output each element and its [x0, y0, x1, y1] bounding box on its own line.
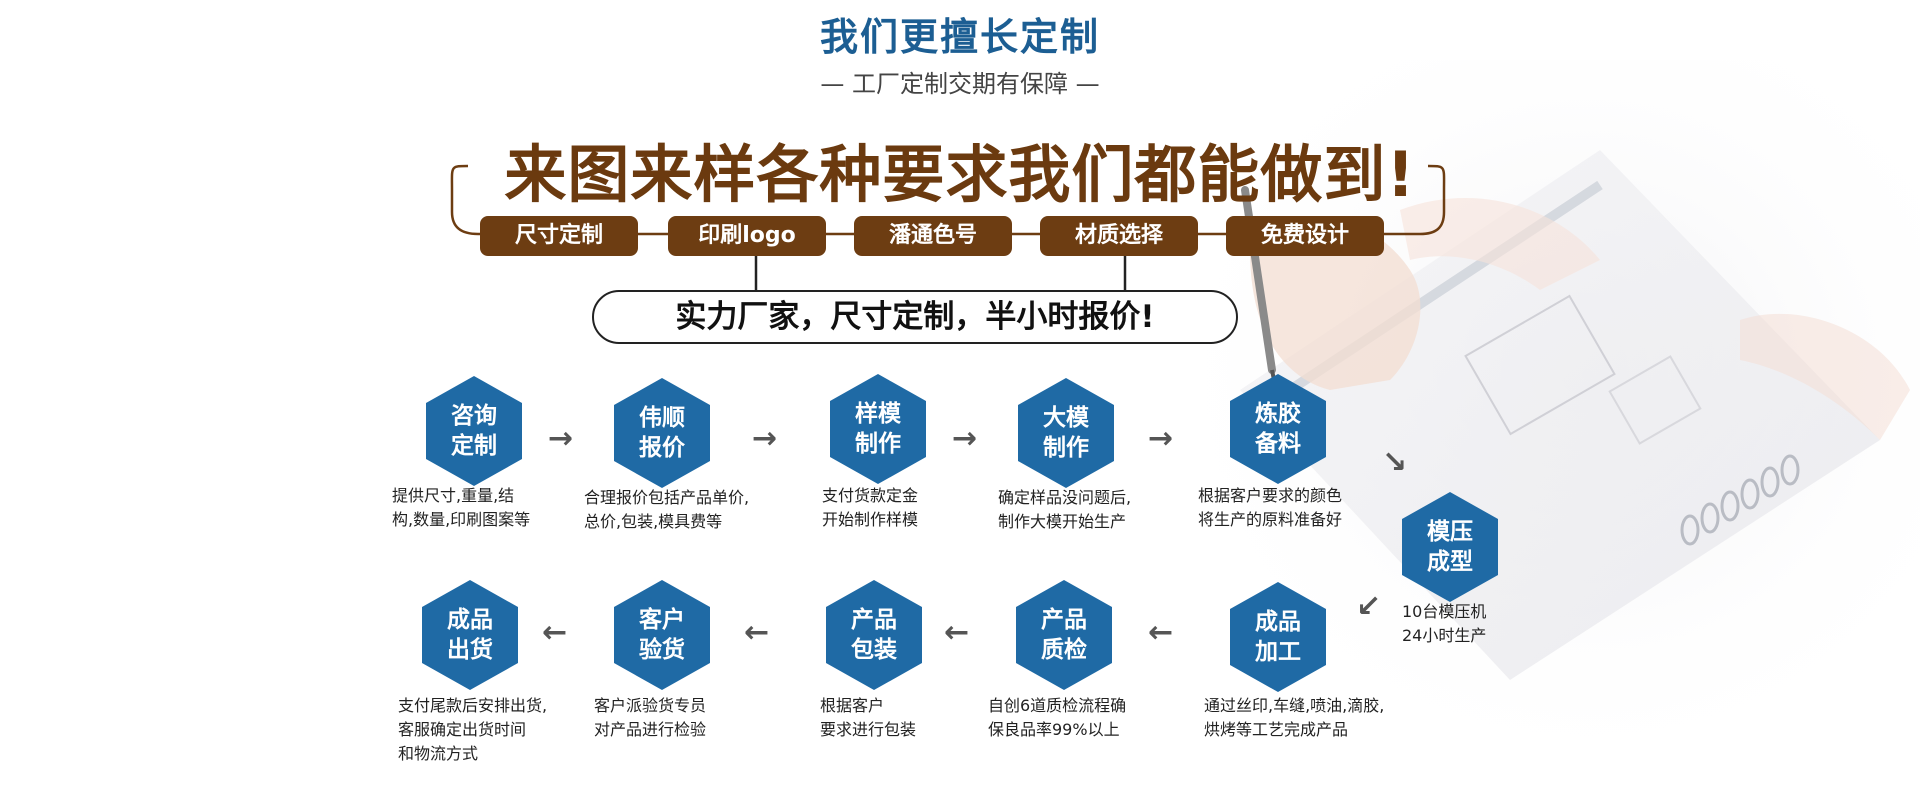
page-title: 我们更擅长定制 [819, 15, 1100, 59]
arrow-left-icon: ← [944, 615, 970, 650]
step-description: 根据客户要求进行包装 [820, 696, 917, 739]
step-processing: 成品加工 [1230, 582, 1326, 692]
step-label: 成型 [1427, 549, 1473, 575]
arrow-down-right-icon: ↘ [1382, 445, 1408, 480]
step-label: 炼胶 [1255, 401, 1301, 427]
hexagon-shape [1402, 492, 1498, 602]
step-molding: 模压成型 [1402, 492, 1498, 602]
step-label: 大模 [1043, 405, 1089, 431]
slogan-heading: 来图来样各种要求我们都能做到! [504, 138, 1416, 211]
tag-material: 材质选择 [1040, 216, 1198, 256]
arrow-right-icon: → [952, 421, 978, 456]
hexagon-shape [1230, 582, 1326, 692]
step-label: 制作 [1043, 435, 1089, 461]
tag-free-design: 免费设计 [1226, 216, 1384, 256]
step-label: 包装 [851, 637, 897, 663]
step-description: 客户派验货专员对产品进行检验 [594, 696, 707, 739]
hexagon-shape [830, 374, 926, 484]
step-label: 产品 [851, 607, 897, 633]
step-label: 加工 [1255, 639, 1301, 665]
step-label: 备料 [1255, 431, 1301, 457]
step-description: 自创6道质检流程确保良品率99%以上 [988, 696, 1127, 739]
step-label: 定制 [451, 433, 497, 459]
hexagon-shape [422, 580, 518, 690]
step-sample-mold: 样模制作 [830, 374, 926, 484]
step-label: 伟顺 [639, 405, 685, 431]
step-packaging: 产品包装 [826, 580, 922, 690]
hexagon-shape [826, 580, 922, 690]
page-subtitle: — 工厂定制交期有保障 — [820, 70, 1100, 98]
hexagon-shape [614, 378, 710, 488]
step-label: 制作 [855, 431, 901, 457]
hexagon-shape [426, 376, 522, 486]
step-label: 客户 [639, 607, 685, 633]
tag-size-custom: 尺寸定制 [480, 216, 638, 256]
tag-pantone: 潘通色号 [854, 216, 1012, 256]
step-large-mold: 大模制作 [1018, 378, 1114, 488]
step-label: 验货 [639, 637, 685, 663]
step-description: 支付尾款后安排出货,客服确定出货时间和物流方式 [398, 696, 548, 763]
step-label: 咨询 [451, 403, 497, 429]
tag-logo-print: 印刷logo [668, 216, 826, 256]
factory-banner: 实力厂家，尺寸定制，半小时报价! [592, 290, 1238, 344]
hexagon-shape [614, 580, 710, 690]
step-label: 模压 [1427, 519, 1473, 545]
arrow-right-icon: → [752, 421, 778, 456]
step-label: 质检 [1041, 637, 1087, 663]
arrow-down-left-icon: ↙ [1356, 589, 1382, 624]
hexagon-shape [1016, 580, 1112, 690]
arrow-left-icon: ← [1148, 615, 1174, 650]
step-label: 产品 [1041, 607, 1087, 633]
step-description: 提供尺寸,重量,结构,数量,印刷图案等 [392, 486, 531, 529]
arrow-left-icon: ← [744, 615, 770, 650]
step-quality-check: 产品质检 [1016, 580, 1112, 690]
step-description: 通过丝印,车缝,喷油,滴胶,烘烤等工艺完成产品 [1204, 696, 1385, 739]
step-description: 合理报价包括产品单价,总价,包装,模具费等 [584, 488, 750, 531]
hexagon-shape [1230, 374, 1326, 484]
step-label: 成品 [447, 607, 493, 633]
arrow-right-icon: → [548, 421, 574, 456]
step-description: 确定样品没问题后,制作大模开始生产 [998, 488, 1132, 531]
step-label: 报价 [639, 435, 685, 461]
step-description: 根据客户要求的颜色将生产的原料准备好 [1198, 486, 1343, 529]
step-label: 样模 [855, 401, 901, 427]
step-description: 支付货款定金开始制作样模 [822, 486, 919, 529]
hexagon-shape [1018, 378, 1114, 488]
step-label: 成品 [1255, 609, 1301, 635]
step-label: 出货 [447, 637, 493, 663]
arrow-right-icon: → [1148, 421, 1174, 456]
step-consult: 咨询定制 [426, 376, 522, 486]
step-material-prep: 炼胶备料 [1230, 374, 1326, 484]
arrow-left-icon: ← [542, 615, 568, 650]
step-quote: 伟顺报价 [614, 378, 710, 488]
step-inspection: 客户验货 [614, 580, 710, 690]
step-shipping: 成品出货 [422, 580, 518, 690]
